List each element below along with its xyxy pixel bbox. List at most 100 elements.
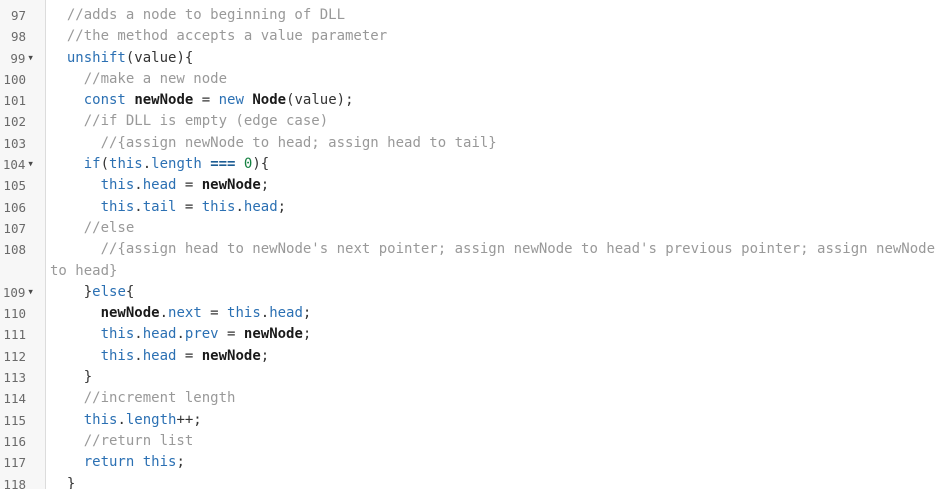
code-text[interactable]: this.tail = this.head; <box>46 197 941 218</box>
code-text[interactable]: //the method accepts a value parameter <box>46 26 941 47</box>
code-text[interactable]: //if DLL is empty (edge case) <box>46 111 941 132</box>
line-number[interactable]: 101 <box>3 93 26 109</box>
token-o: === <box>210 156 236 173</box>
line-number[interactable]: 107 <box>3 220 26 236</box>
line-number[interactable]: 117 <box>3 455 26 471</box>
line-number[interactable]: 98 <box>10 29 26 45</box>
token-k: return <box>83 454 135 471</box>
code-line[interactable]: 104▼ if(this.length === 0){ <box>0 154 941 175</box>
code-line[interactable]: 108 //{assign head to newNode's next poi… <box>0 239 941 282</box>
indent <box>50 28 67 44</box>
code-text[interactable]: //{assign newNode to head; assign head t… <box>46 133 941 154</box>
code-line[interactable]: 118 } <box>0 474 941 489</box>
indent <box>50 50 67 66</box>
fold-arrow-icon[interactable]: ▼ <box>28 52 33 62</box>
code-text[interactable]: this.head.prev = newNode; <box>46 324 941 345</box>
code-line[interactable]: 113 } <box>0 367 941 388</box>
code-text[interactable]: //else <box>46 218 941 239</box>
code-line[interactable]: 100 //make a new node <box>0 69 941 90</box>
token-p: ; <box>277 198 287 215</box>
gutter-cell: 97 <box>0 5 46 26</box>
gutter-cell: 118 <box>0 474 46 489</box>
code-line[interactable]: 99▼ unshift(value){ <box>0 48 941 69</box>
code-text[interactable]: //return list <box>46 431 941 452</box>
code-text[interactable]: } <box>46 367 941 388</box>
line-number[interactable]: 106 <box>3 199 26 215</box>
code-line[interactable]: 115 this.length++; <box>0 410 941 431</box>
fold-arrow-icon[interactable]: ▼ <box>28 286 33 296</box>
token-p: . <box>134 177 143 194</box>
code-text[interactable]: } <box>46 474 941 489</box>
token-k: this <box>227 305 261 322</box>
line-number[interactable]: 103 <box>3 135 26 151</box>
code-line[interactable]: 117 return this; <box>0 452 941 473</box>
line-number[interactable]: 115 <box>3 412 26 428</box>
line-number[interactable]: 104 <box>2 157 26 173</box>
token-p: = <box>176 347 202 364</box>
code-text[interactable]: this.length++; <box>46 410 941 431</box>
code-line[interactable]: 101 const newNode = new Node(value); <box>0 90 941 111</box>
gutter-cell: 107 <box>0 218 46 239</box>
token-p: { <box>125 283 135 300</box>
line-number[interactable]: 113 <box>3 370 26 386</box>
indent <box>50 156 84 172</box>
code-text[interactable]: return this; <box>46 452 941 473</box>
gutter-cell: 105 <box>0 175 46 196</box>
token-k: this <box>100 347 135 364</box>
indent <box>50 476 67 489</box>
code-line[interactable]: 103 //{assign newNode to head; assign he… <box>0 133 941 154</box>
code-text[interactable]: }else{ <box>46 282 941 303</box>
line-number[interactable]: 111 <box>3 327 26 343</box>
code-line[interactable]: 109▼ }else{ <box>0 282 941 303</box>
line-number[interactable]: 114 <box>3 391 26 407</box>
code-text[interactable]: //increment length <box>46 388 941 409</box>
fold-arrow-icon[interactable]: ▼ <box>28 159 33 169</box>
line-number[interactable]: 110 <box>3 306 26 322</box>
token-pr: head <box>243 198 278 215</box>
line-number[interactable]: 116 <box>3 433 26 449</box>
code-line[interactable]: 114 //increment length <box>0 388 941 409</box>
code-line[interactable]: 111 this.head.prev = newNode; <box>0 324 941 345</box>
code-text[interactable]: this.head = newNode; <box>46 175 941 196</box>
code-line[interactable]: 98 //the method accepts a value paramete… <box>0 26 941 47</box>
code-line[interactable]: 112 this.head = newNode; <box>0 346 941 367</box>
line-number[interactable]: 97 <box>10 8 26 23</box>
line-number[interactable]: 99 <box>10 50 26 66</box>
line-number[interactable]: 105 <box>3 178 26 194</box>
gutter-cell: 106 <box>0 197 46 218</box>
code-text[interactable]: if(this.length === 0){ <box>46 154 941 175</box>
gutter-cell: 114 <box>0 388 46 409</box>
code-text[interactable]: //adds a node to beginning of DLL <box>46 5 941 26</box>
token-p: . <box>117 411 126 428</box>
indent <box>50 135 101 151</box>
code-text[interactable]: unshift(value){ <box>46 48 941 69</box>
line-number[interactable]: 108 <box>3 242 26 258</box>
token-p: . <box>159 305 169 322</box>
code-line[interactable]: 105 this.head = newNode; <box>0 175 941 196</box>
token-c: //{assign newNode to head; assign head t… <box>100 134 497 151</box>
code-line[interactable]: 102 //if DLL is empty (edge case) <box>0 111 941 132</box>
line-number[interactable]: 100 <box>3 71 26 87</box>
indent <box>50 220 84 236</box>
line-number[interactable]: 102 <box>3 114 26 130</box>
code-line[interactable]: 107 //else <box>0 218 941 239</box>
line-number[interactable]: 118 <box>3 476 26 489</box>
code-line[interactable]: 110 newNode.next = this.head; <box>0 303 941 324</box>
code-line[interactable]: 116 //return list <box>0 431 941 452</box>
code-line[interactable]: 97 //adds a node to beginning of DLL <box>0 5 941 26</box>
token-p: = <box>201 305 228 322</box>
code-text[interactable]: this.head = newNode; <box>46 346 941 367</box>
code-text[interactable]: //{assign head to newNode's next pointer… <box>46 239 941 282</box>
code-text[interactable]: //make a new node <box>46 69 941 90</box>
line-number[interactable]: 109 <box>2 284 26 300</box>
line-number[interactable]: 112 <box>3 348 26 364</box>
code-line[interactable]: 106 this.tail = this.head; <box>0 197 941 218</box>
code-text[interactable]: const newNode = new Node(value); <box>46 90 941 111</box>
token-p: = <box>193 92 219 109</box>
code-text[interactable]: newNode.next = this.head; <box>46 303 941 324</box>
token-p: . <box>142 156 152 173</box>
token-k: new <box>218 92 244 109</box>
token-p: ; <box>302 326 312 343</box>
